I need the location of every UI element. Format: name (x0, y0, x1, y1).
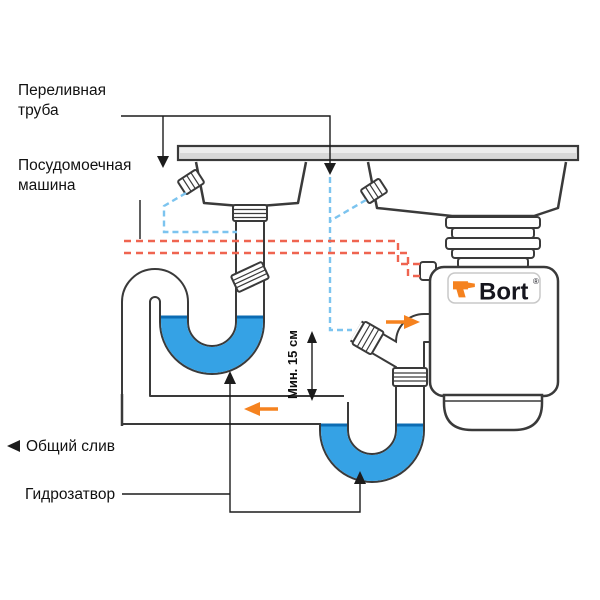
arrow-up-icon (307, 331, 317, 343)
overflow-dashed-lines (162, 177, 367, 332)
rib-lines (181, 172, 201, 192)
overflow-label-line (121, 115, 331, 163)
hydro-trap-coupling (392, 367, 428, 387)
sink-drain-coupling (232, 204, 268, 222)
flow-arrows (244, 315, 420, 416)
dishwasher-label-line2: машина (18, 177, 76, 194)
mount-rib (445, 216, 541, 229)
countertop-edge-shade (180, 153, 576, 159)
couplings (177, 169, 428, 387)
min-height-label: Мин. 15 см (285, 330, 300, 399)
dishwasher-hose-upper (124, 239, 424, 266)
arrow-up-icon (224, 371, 236, 384)
trap-water (161, 315, 423, 481)
countertop (176, 144, 580, 162)
arrow-up-icon (354, 471, 366, 484)
mount-rib (451, 227, 535, 239)
rib-lines (356, 323, 380, 353)
registered-mark: ® (533, 277, 539, 286)
s-trap-water (161, 316, 263, 373)
dishwasher-label-line1: Посудомоечная (18, 157, 131, 174)
water-trap-label-line (122, 383, 361, 513)
flow-arrow-to-drain-head-icon (244, 402, 260, 416)
flow-arrow-into-trap-head-icon (404, 315, 420, 329)
text-labels: Переливная труба Посудомоечная машина Об… (18, 82, 131, 503)
pointer-lines (121, 115, 361, 513)
rib-lines (364, 181, 384, 201)
water-trap-label: Гидрозатвор (25, 486, 115, 503)
overflow-hose-left (162, 191, 237, 234)
overflow-pipe-label-line1: Переливная (18, 82, 106, 99)
drill-icon (453, 281, 475, 298)
arrow-down-icon (307, 389, 317, 401)
right-sink-overflow-fitting (360, 178, 388, 204)
mount-rib (451, 248, 535, 259)
right-sink-bowl (366, 161, 568, 218)
overflow-nozzle-coupling (351, 320, 385, 356)
disposer-unit: Bort ® (419, 216, 560, 432)
overflow-hose-right (329, 198, 367, 223)
left-sink-s-trap (123, 206, 344, 423)
left-sink-overflow-fitting (177, 169, 205, 195)
common-drain-label: Общий слив (26, 438, 115, 455)
disposer-lower-bowl (442, 393, 544, 432)
trap-inlet-coupling (230, 261, 270, 293)
hydro-trap-water (321, 424, 423, 481)
dishwasher-hose-lower (124, 251, 424, 278)
mount-rib (445, 237, 541, 250)
rib-lines (233, 208, 267, 219)
brand-logo-plate (447, 272, 541, 304)
pointer-arrowheads (7, 156, 366, 484)
overflow-hose-center (328, 177, 352, 332)
arrow-down-icon (324, 163, 336, 175)
mounting-ribs (445, 216, 541, 269)
rib-lines (232, 265, 268, 289)
overflow-pipe-label-line2: труба (18, 102, 59, 119)
dishwasher-dashed-lines (124, 239, 424, 278)
arrow-left-icon (7, 440, 20, 452)
rib-lines (393, 372, 427, 382)
min-height-dimension: Мин. 15 см (285, 330, 317, 401)
arrow-down-icon (157, 156, 169, 168)
brand-wordmark: Bort (479, 279, 528, 306)
